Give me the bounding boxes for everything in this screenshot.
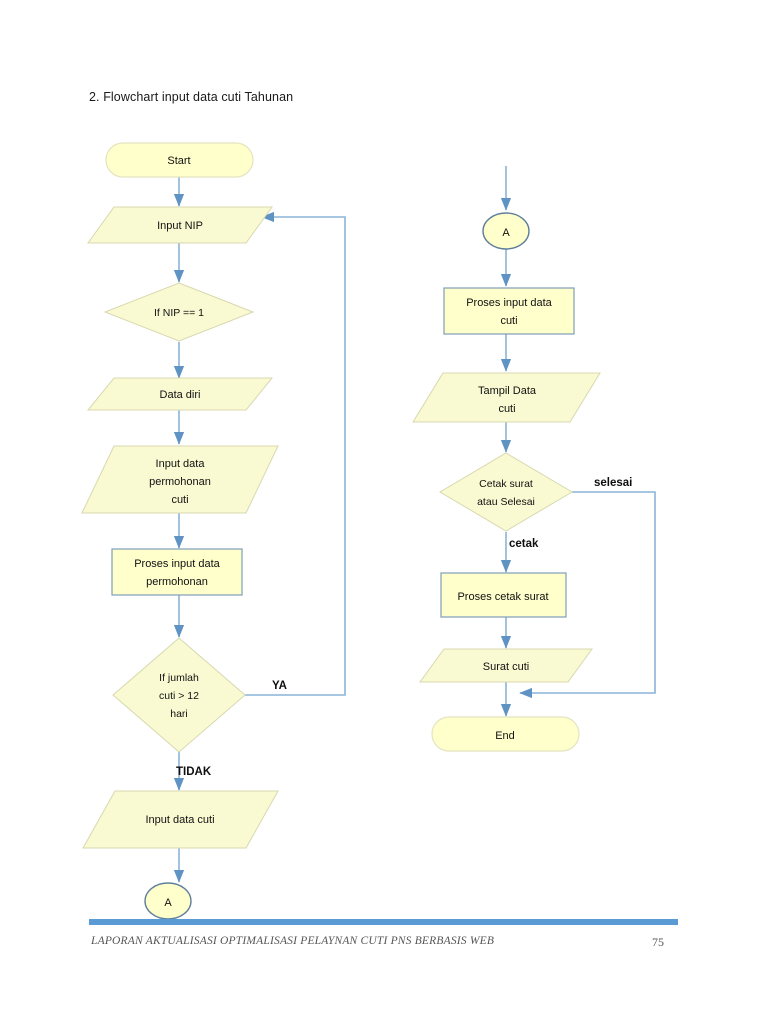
edge-selesai-branch <box>519 491 656 699</box>
node-connector-a-in[interactable]: A <box>482 212 530 250</box>
node-tampil-data-line1: Tampil Data <box>478 385 537 397</box>
node-end[interactable]: End <box>431 716 580 752</box>
node-proses-permohonan-line2: permohonan <box>146 576 208 588</box>
node-input-permohonan-line3: cuti <box>171 494 188 506</box>
node-if-jumlah-line2: cuti > 12 <box>159 690 199 702</box>
node-connector-a-out-label: A <box>164 897 172 909</box>
node-input-nip[interactable]: Input NIP <box>87 206 273 244</box>
node-if-nip[interactable]: If NIP == 1 <box>103 282 255 342</box>
edges-left-column <box>173 177 346 883</box>
node-cetak-atau-selesai[interactable]: Cetak surat atau Selesai <box>439 452 573 532</box>
node-surat-cuti[interactable]: Surat cuti <box>419 648 593 683</box>
footer-page-number: 75 <box>652 935 664 949</box>
node-connector-a-out[interactable]: A <box>144 882 192 920</box>
edge-label-tidak: TIDAK <box>176 766 212 778</box>
node-input-data-cuti[interactable]: Input data cuti <box>82 790 279 849</box>
node-input-nip-label: Input NIP <box>157 220 203 232</box>
node-if-jumlah-line3: hari <box>170 708 188 720</box>
node-cetak-decision-line1: Cetak surat <box>479 478 533 490</box>
node-cetak-decision-line2: atau Selesai <box>477 496 535 508</box>
node-start[interactable]: Start <box>105 142 254 178</box>
node-if-nip-label: If NIP == 1 <box>154 307 204 319</box>
edge-ya-feedback-loop <box>245 211 346 696</box>
edges-right-column <box>500 166 656 717</box>
node-tampil-data-line2: cuti <box>498 403 515 415</box>
node-if-jumlah-line1: If jumlah <box>159 672 199 684</box>
node-data-diri[interactable]: Data diri <box>86 377 274 411</box>
node-end-label: End <box>495 730 515 742</box>
footer-document-title: LAPORAN AKTUALISASI OPTIMALISASI PELAYNA… <box>91 935 495 947</box>
edge-label-selesai: selesai <box>594 477 632 489</box>
page-title: 2. Flowchart input data cuti Tahunan <box>89 90 294 104</box>
node-proses-input-cuti-line1: Proses input data <box>466 297 552 309</box>
node-tampil-data-cuti[interactable]: Tampil Data cuti <box>412 372 601 423</box>
node-proses-input-cuti-line2: cuti <box>500 315 517 327</box>
node-connector-a-in-label: A <box>502 227 510 239</box>
node-input-permohonan-line1: Input data <box>156 458 206 470</box>
footer-divider <box>89 919 678 925</box>
node-proses-input-data-permohonan[interactable]: Proses input data permohonan <box>111 548 243 596</box>
node-input-permohonan-line2: permohonan <box>149 476 211 488</box>
edge-label-ya: YA <box>272 680 287 692</box>
node-proses-cetak-surat[interactable]: Proses cetak surat <box>440 572 567 618</box>
node-surat-cuti-label: Surat cuti <box>483 661 529 673</box>
node-start-label: Start <box>167 155 190 167</box>
node-data-diri-label: Data diri <box>160 389 201 401</box>
edge-label-cetak: cetak <box>509 538 539 550</box>
node-input-data-cuti-label: Input data cuti <box>145 814 214 826</box>
node-if-jumlah-cuti[interactable]: If jumlah cuti > 12 hari <box>112 637 246 753</box>
node-proses-input-data-cuti[interactable]: Proses input data cuti <box>443 287 575 335</box>
node-proses-permohonan-line1: Proses input data <box>134 558 220 570</box>
node-proses-cetak-surat-label: Proses cetak surat <box>457 591 548 603</box>
node-input-data-permohonan-cuti[interactable]: Input data permohonan cuti <box>81 445 279 514</box>
